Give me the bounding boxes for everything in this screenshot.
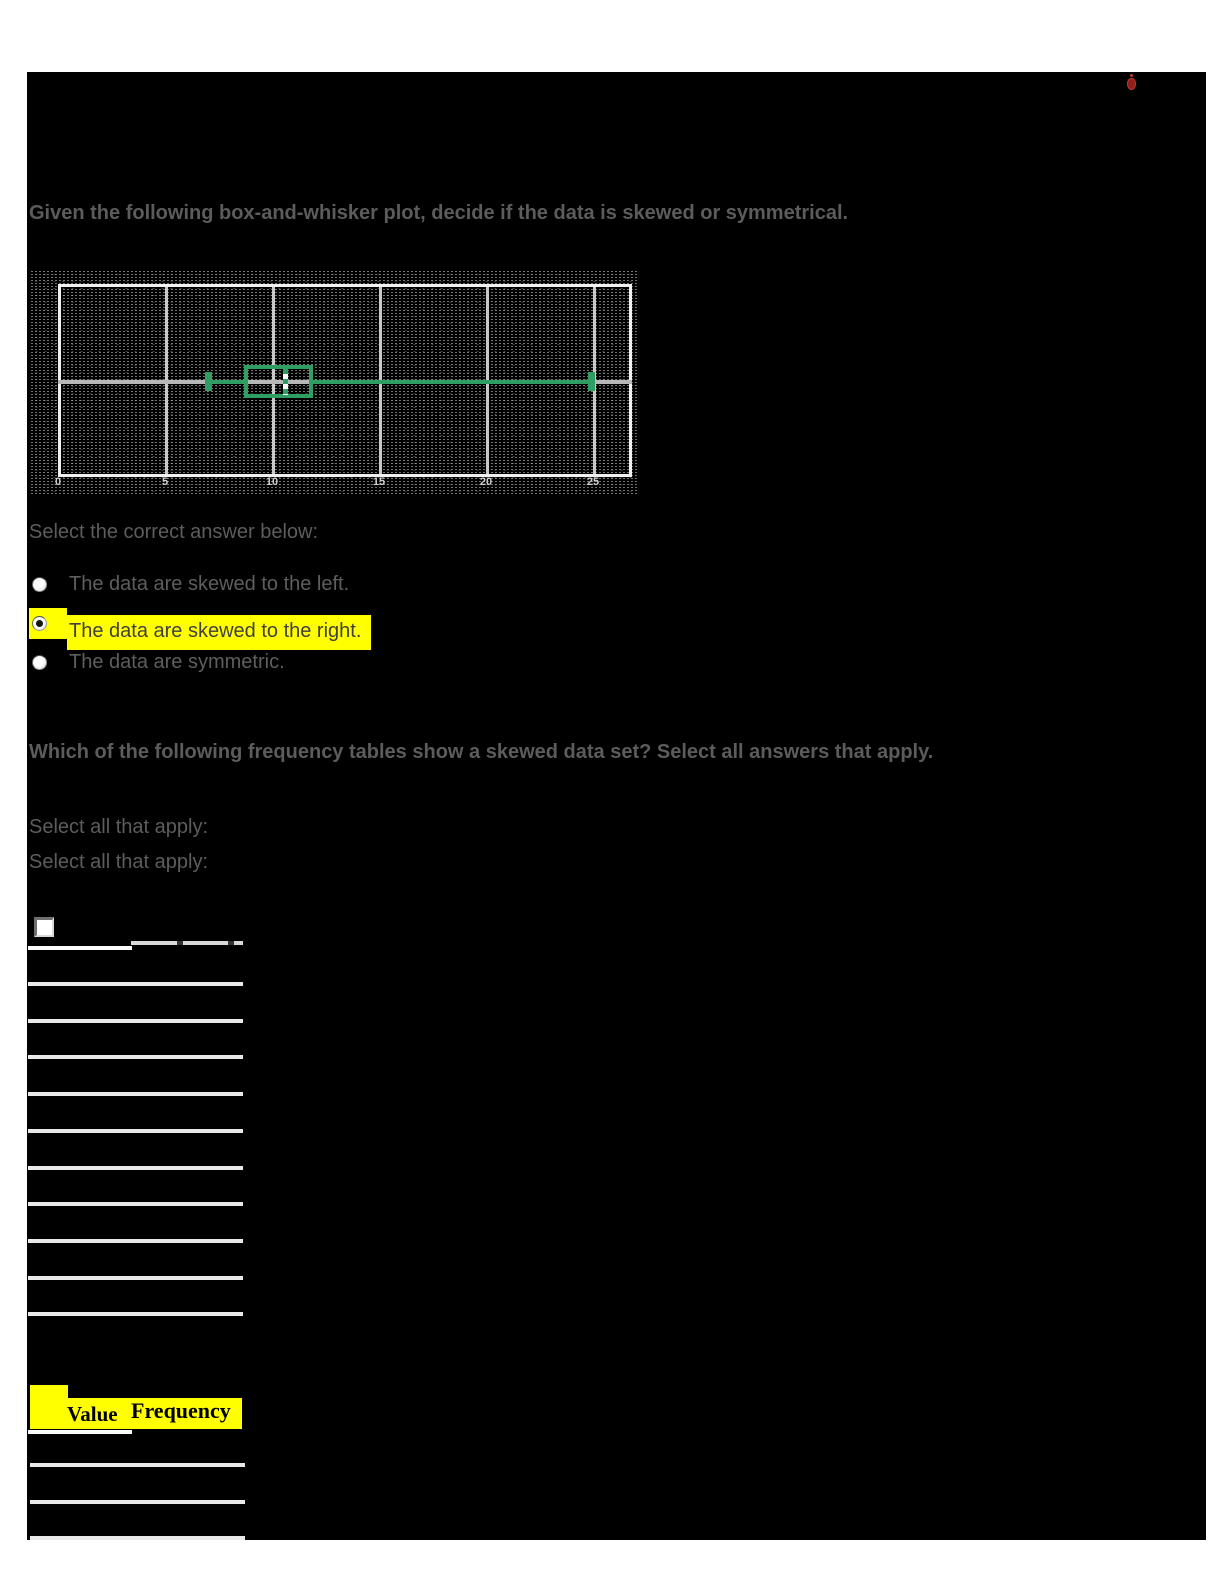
- radio-icon[interactable]: [32, 616, 47, 631]
- option-skewed-left[interactable]: The data are skewed to the left.: [29, 569, 355, 603]
- table2-header-value: Value: [67, 1402, 118, 1426]
- table-row-line: [30, 1536, 245, 1541]
- table-row-line: [28, 1275, 243, 1280]
- table1-header-underline-right: [131, 941, 243, 945]
- whisker-right-line: [312, 380, 591, 384]
- x-tick-label: 10: [265, 476, 279, 488]
- whisker-min-cap: [204, 372, 212, 391]
- table-row-line: [28, 1238, 243, 1243]
- table-row-line: [28, 1312, 243, 1317]
- bookmark-flag-icon[interactable]: [1127, 74, 1136, 91]
- table2-header-frequency: Frequency: [131, 1398, 231, 1423]
- whisker-left-line: [207, 380, 245, 384]
- question1-prompt: Select the correct answer below:: [29, 521, 319, 543]
- table1-header-underline-left: [28, 946, 132, 950]
- frequency-table-1[interactable]: [28, 941, 243, 1321]
- x-tick-label: 20: [479, 476, 493, 488]
- x-tick-label: 0: [54, 476, 62, 488]
- x-tick-label: 5: [161, 476, 169, 488]
- question2-text: Which of the following frequency tables …: [29, 741, 934, 763]
- frequency-table-2[interactable]: Value Frequency: [28, 1385, 245, 1541]
- table-row-line: [28, 1165, 243, 1170]
- median-line: [282, 369, 288, 395]
- option-label[interactable]: The data are skewed to the left.: [69, 573, 350, 595]
- option-label[interactable]: The data are symmetric.: [69, 651, 285, 673]
- option-label[interactable]: The data are skewed to the right.: [67, 615, 372, 650]
- table-row-line: [28, 1018, 243, 1023]
- table-row-line: [30, 1499, 245, 1504]
- question2-prompt-b: Select all that apply:: [29, 851, 208, 873]
- table-row-line: [28, 1202, 243, 1207]
- table2-header-underline: [28, 1430, 132, 1434]
- question1-text: Given the following box-and-whisker plot…: [29, 202, 849, 224]
- boxplot-canvas: 0 5 10 15 20 25: [30, 270, 638, 495]
- option-symmetric[interactable]: The data are symmetric.: [29, 647, 291, 681]
- whisker-max-cap: [587, 372, 595, 391]
- radio-icon[interactable]: [32, 655, 47, 670]
- table-row-line: [28, 982, 243, 986]
- table-row-line: [28, 1055, 243, 1060]
- table-row-line: [28, 1092, 243, 1097]
- table2-header-highlight: Value Frequency: [30, 1398, 242, 1429]
- iqr-box: [244, 365, 313, 398]
- table-row-line: [28, 1128, 243, 1133]
- x-tick-label: 15: [372, 476, 386, 488]
- radio-icon[interactable]: [32, 577, 47, 592]
- question-panel: Given the following box-and-whisker plot…: [27, 72, 1206, 1541]
- table-row-line: [30, 1463, 245, 1467]
- x-tick-label: 25: [586, 476, 600, 488]
- option-skewed-right[interactable]: The data are skewed to the right.: [29, 608, 372, 650]
- table2-highlight-tab: [30, 1385, 68, 1399]
- question2-prompt-a: Select all that apply:: [29, 816, 208, 838]
- answer-checkbox[interactable]: [34, 917, 54, 937]
